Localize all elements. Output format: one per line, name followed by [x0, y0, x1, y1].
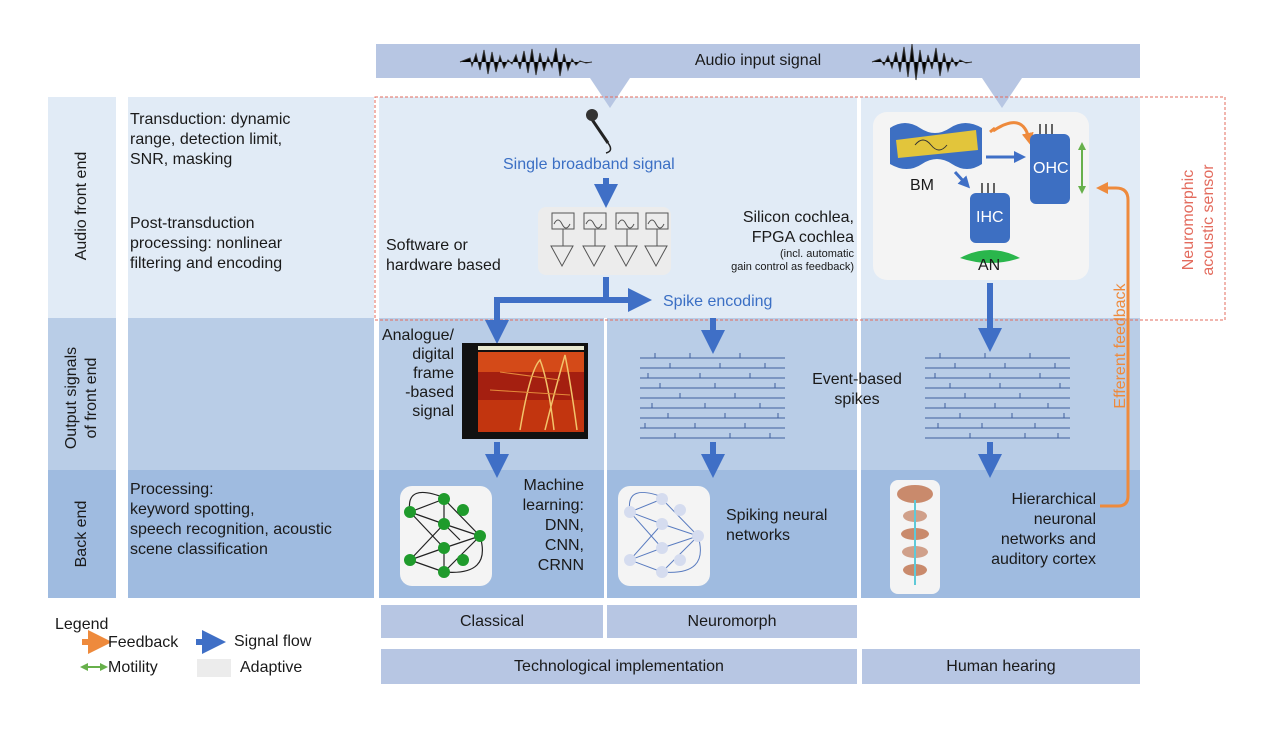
separator-desc: [374, 97, 379, 687]
footer-classical: Classical: [381, 605, 603, 638]
audio-input-banner: Audio input signal: [376, 44, 1140, 78]
microphone-icon: [586, 109, 612, 154]
spike-encoding-label: Spike encoding: [663, 293, 773, 310]
silicon-cochlea-label: Silicon cochlea,FPGA cochlea: [742, 209, 854, 246]
output-band: [48, 318, 1140, 470]
footer-tech: Technological implementation: [381, 649, 857, 684]
spectrogram-image: [462, 343, 588, 439]
back-end-band: [48, 470, 1140, 598]
legend-adaptive: Adaptive: [240, 659, 303, 676]
single-broadband-label: Single broadband signal: [503, 156, 675, 173]
waveform-left: [459, 47, 593, 77]
desc-processing: Processing:keyword spotting,speech recog…: [130, 481, 332, 558]
audio-input-label: Audio input signal: [694, 52, 822, 69]
row-label-front-end: Audio front end: [73, 151, 90, 261]
efferent-label: Efferent feedback: [1112, 283, 1129, 409]
footer-human: Human hearing: [862, 649, 1140, 684]
legend-motility: Motility: [108, 659, 158, 676]
basilar-membrane-icon: [890, 123, 982, 169]
waveform-right: [871, 43, 973, 81]
ohc-label: OHC: [1033, 160, 1069, 177]
legend-feedback: Feedback: [108, 634, 179, 651]
separator-human: [857, 97, 861, 598]
row-label-output: Output signals of front end: [63, 346, 100, 450]
bm-label: BM: [910, 177, 934, 194]
spike-raster-neuromorph: [640, 353, 785, 439]
spike-raster-human: [925, 353, 1070, 439]
legend-signal-flow: Signal flow: [234, 633, 312, 650]
row-label-back-end: Back end: [73, 500, 90, 568]
ihc-label: IHC: [976, 209, 1004, 226]
legend-title: Legend: [55, 616, 109, 633]
separator-left: [116, 97, 128, 598]
auditory-pathway-icon: [897, 485, 933, 585]
separator-mid: [604, 318, 607, 598]
an-label: AN: [978, 257, 1001, 274]
footer-neuromorph: Neuromorph: [607, 605, 857, 638]
